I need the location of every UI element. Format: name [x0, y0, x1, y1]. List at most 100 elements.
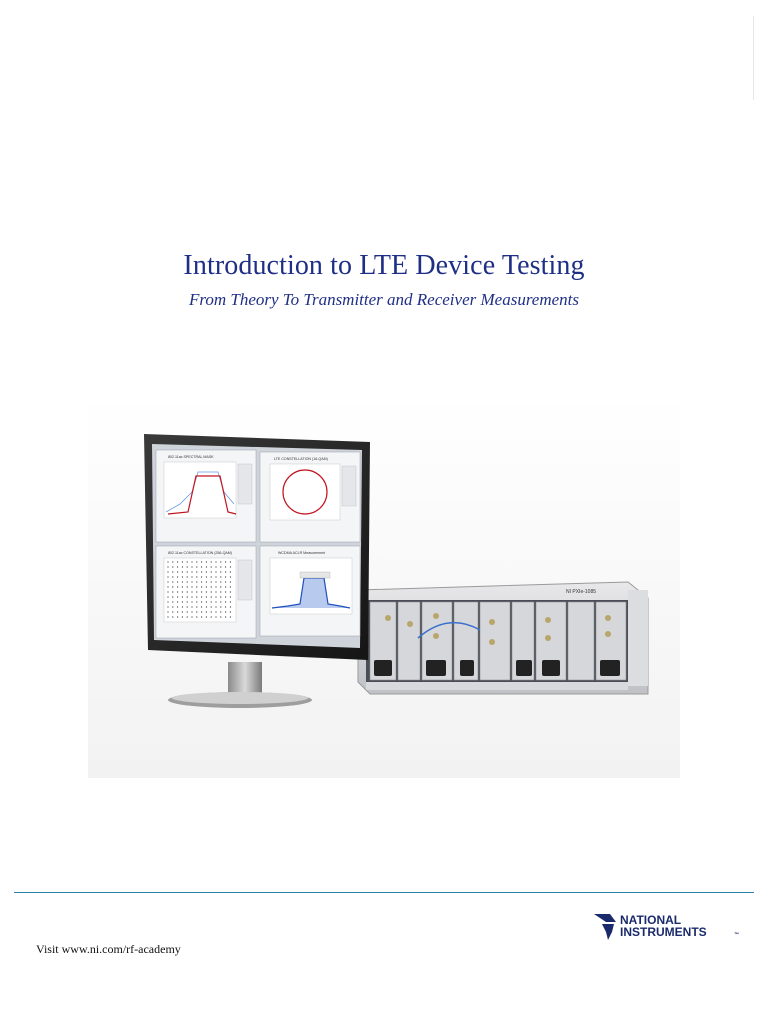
- screen-panel-lte-constellation: LTE CONSTELLATION (16-QAM): [259, 451, 361, 543]
- constellation-point: [167, 611, 169, 613]
- constellation-point: [201, 581, 203, 583]
- constellation-point: [167, 616, 169, 618]
- constellation-point: [172, 586, 174, 588]
- constellation-point: [177, 566, 179, 568]
- constellation-point: [225, 591, 227, 593]
- constellation-point: [177, 606, 179, 608]
- constellation-point: [181, 576, 183, 578]
- constellation-point: [172, 601, 174, 603]
- constellation-point: [220, 571, 222, 573]
- constellation-point: [210, 581, 212, 583]
- constellation-point: [201, 576, 203, 578]
- constellation-point: [177, 586, 179, 588]
- constellation-point: [181, 611, 183, 613]
- constellation-point: [191, 576, 193, 578]
- constellation-point: [225, 581, 227, 583]
- constellation-point: [172, 591, 174, 593]
- constellation-point: [186, 576, 188, 578]
- constellation-point: [229, 616, 231, 618]
- constellation-point: [177, 571, 179, 573]
- constellation-point: [220, 561, 222, 563]
- constellation-point: [201, 601, 203, 603]
- panel-title-spectral-mask: 802.11ac SPECTRAL MASK: [168, 455, 214, 459]
- constellation-point: [201, 611, 203, 613]
- constellation-point: [191, 586, 193, 588]
- constellation-point: [167, 591, 169, 593]
- constellation-point: [205, 586, 207, 588]
- constellation-point: [177, 591, 179, 593]
- screen-panel-wcdma-aclr: WCDMA ACLR Measurement: [259, 545, 361, 637]
- constellation-point: [177, 581, 179, 583]
- constellation-point: [220, 616, 222, 618]
- constellation-point: [215, 616, 217, 618]
- constellation-point: [210, 566, 212, 568]
- constellation-point: [229, 581, 231, 583]
- document-subtitle: From Theory To Transmitter and Receiver …: [188, 290, 580, 309]
- constellation-point: [225, 611, 227, 613]
- constellation-point: [196, 581, 198, 583]
- constellation-point: [220, 581, 222, 583]
- constellation-point: [177, 561, 179, 563]
- document-title: Introduction to LTE Device Testing: [183, 250, 585, 281]
- constellation-point: [172, 571, 174, 573]
- constellation-point: [172, 606, 174, 608]
- constellation-point: [210, 576, 212, 578]
- constellation-point: [220, 591, 222, 593]
- constellation-point: [225, 596, 227, 598]
- constellation-point: [205, 576, 207, 578]
- constellation-point: [196, 616, 198, 618]
- constellation-point: [201, 561, 203, 563]
- constellation-point: [210, 591, 212, 593]
- constellation-point: [186, 566, 188, 568]
- constellation-point: [172, 616, 174, 618]
- constellation-point: [201, 606, 203, 608]
- constellation-point: [177, 601, 179, 603]
- constellation-point: [201, 566, 203, 568]
- constellation-point: [186, 596, 188, 598]
- constellation-point: [201, 571, 203, 573]
- constellation-point: [191, 596, 193, 598]
- logo-line1: NATIONAL: [620, 913, 681, 927]
- constellation-point: [215, 576, 217, 578]
- constellation-point: [167, 561, 169, 563]
- constellation-point: [167, 586, 169, 588]
- constellation-point: [191, 591, 193, 593]
- constellation-point: [229, 611, 231, 613]
- constellation-point: [196, 611, 198, 613]
- cover-image: NI PXIe-1085 802.11ac SPECTRAL MASK LTE …: [88, 392, 680, 778]
- constellation-point: [177, 616, 179, 618]
- constellation-point: [205, 561, 207, 563]
- constellation-point: [191, 611, 193, 613]
- constellation-point: [201, 616, 203, 618]
- constellation-point: [215, 561, 217, 563]
- constellation-point: [196, 591, 198, 593]
- constellation-point: [177, 611, 179, 613]
- constellation-point: [229, 576, 231, 578]
- pxi-chassis: NI PXIe-1085: [357, 581, 649, 695]
- constellation-point: [186, 581, 188, 583]
- constellation-point: [167, 576, 169, 578]
- footer-link[interactable]: Visit www.ni.com/rf-academy: [36, 942, 181, 956]
- constellation-point: [181, 586, 183, 588]
- constellation-point: [186, 561, 188, 563]
- constellation-point: [172, 581, 174, 583]
- constellation-point: [167, 601, 169, 603]
- logo-trademark: ™: [734, 932, 739, 938]
- constellation-point: [229, 606, 231, 608]
- constellation-point: [229, 601, 231, 603]
- constellation-point: [205, 616, 207, 618]
- constellation-point: [196, 561, 198, 563]
- constellation-point: [229, 566, 231, 568]
- constellation-point: [181, 596, 183, 598]
- constellation-point: [186, 586, 188, 588]
- constellation-point: [205, 601, 207, 603]
- constellation-point: [191, 581, 193, 583]
- panel-title-lte-constellation: LTE CONSTELLATION (16-QAM): [274, 457, 328, 461]
- constellation-point: [181, 561, 183, 563]
- constellation-point: [229, 596, 231, 598]
- constellation-point: [181, 601, 183, 603]
- constellation-point: [191, 601, 193, 603]
- constellation-point: [196, 596, 198, 598]
- constellation-point: [215, 601, 217, 603]
- screen-panel-spectral-mask: 802.11ac SPECTRAL MASK: [155, 449, 257, 543]
